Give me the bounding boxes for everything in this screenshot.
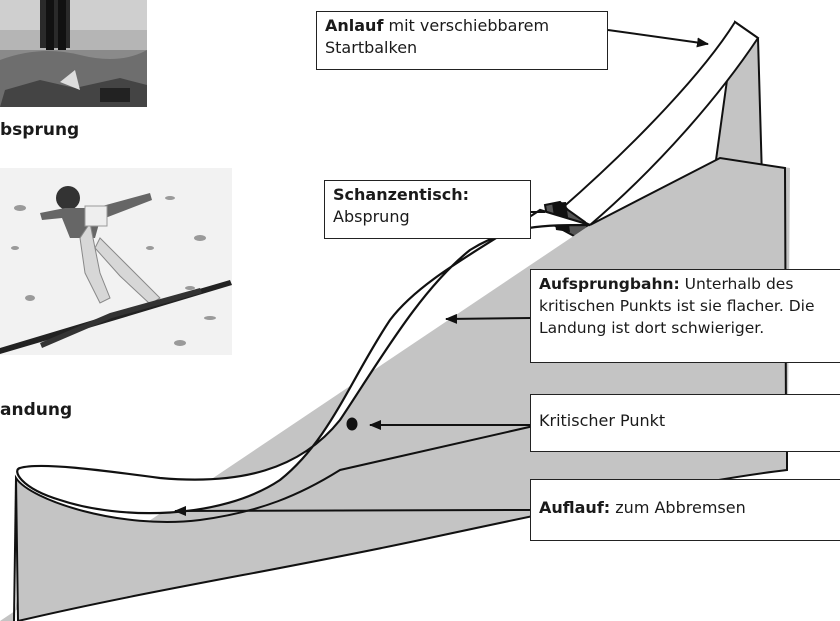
label-auflauf-text: zum Abbremsen xyxy=(610,498,746,517)
label-aufsprungbahn: Aufsprungbahn: Unterhalb des kritischen … xyxy=(530,269,840,363)
label-kritischer-punkt: Kritischer Punkt xyxy=(530,394,840,452)
label-anlauf: Anlauf mit verschiebbarem Startbalken xyxy=(316,11,608,70)
label-auflauf-title: Auflauf: xyxy=(539,498,610,517)
label-auflauf: Auflauf: zum Abbremsen xyxy=(530,479,840,541)
label-kritischer-punkt-text: Kritischer Punkt xyxy=(539,411,665,430)
arrow-anlauf xyxy=(608,30,708,44)
label-aufsprungbahn-title: Aufsprungbahn: xyxy=(539,275,680,293)
label-schanzentisch-title: Schanzentisch: xyxy=(333,184,522,206)
critical-point-marker xyxy=(347,418,358,431)
label-schanzentisch: Schanzentisch:Absprung xyxy=(324,180,531,239)
arrow-auflauf xyxy=(175,510,530,511)
label-anlauf-title: Anlauf xyxy=(325,16,383,35)
label-schanzentisch-text: Absprung xyxy=(333,207,410,226)
arrow-aufsprungbahn xyxy=(446,318,532,319)
